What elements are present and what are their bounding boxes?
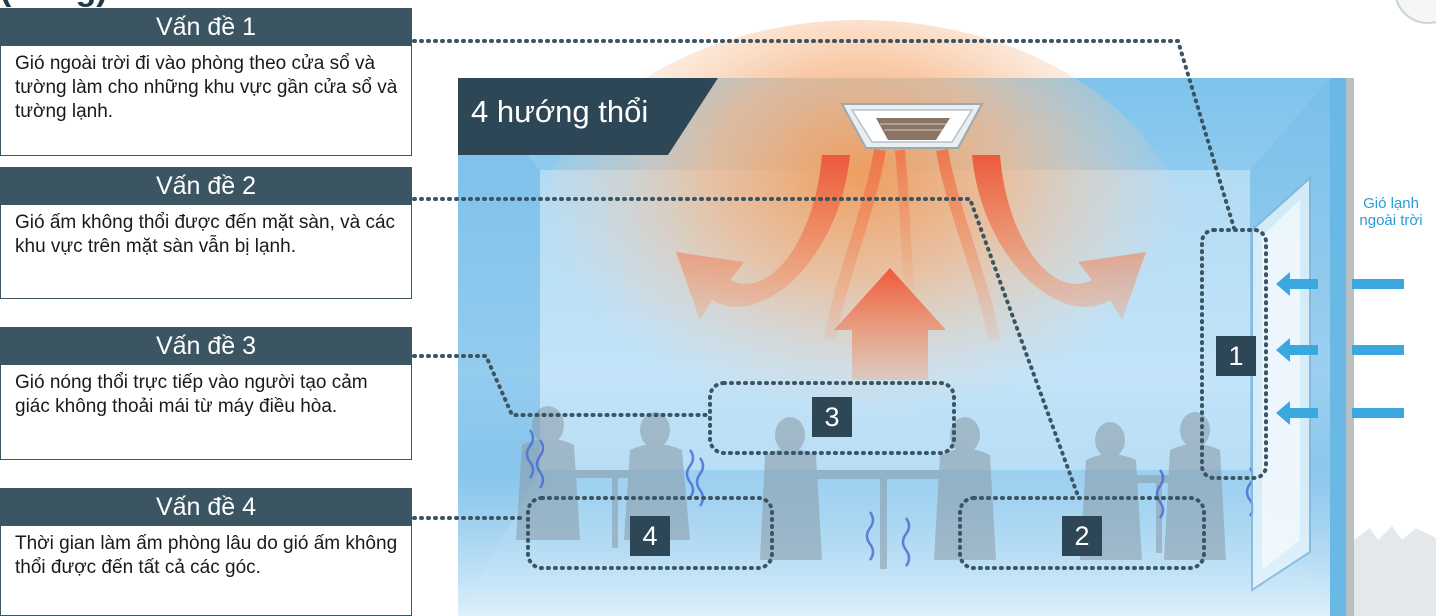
grass [1354,526,1436,616]
zone-4-number: 4 [630,516,670,556]
zone-1-outline [1200,228,1268,480]
connector-2 [412,197,1080,498]
zone-3-number: 3 [812,397,852,437]
left-warm-arrow [676,155,850,320]
room-label: 4 hướng thổi [471,94,649,129]
problem-2-text: Gió ấm không thổi được đến mặt sàn, và c… [0,205,412,299]
room-label-banner [458,78,718,155]
zone-1-number: 1 [1216,336,1256,376]
problem-4-text: Thời gian làm ấm phòng lâu do gió ấm khô… [0,526,412,616]
center-warm-arrow [834,268,946,380]
problem-1-panel: Vấn đề 1 Gió ngoài trời đi vào phòng the… [0,8,412,156]
ceiling-cassette-ac [840,103,984,149]
zone-2-outline [958,496,1206,570]
cold-wind-arrows [1276,272,1404,425]
problem-4-panel: Vấn đề 4 Thời gian làm ấm phòng lâu do g… [0,488,412,616]
zone-2-number: 2 [1062,516,1102,556]
problem-2-title: Vấn đề 2 [0,167,412,205]
cut-off-title: (… ng) [0,0,108,8]
right-warm-arrow [972,155,1146,320]
problem-3-title: Vấn đề 3 [0,327,412,365]
warm-air-glow [530,20,1190,500]
problem-1-title: Vấn đề 1 [0,8,412,46]
outer-wall [1330,78,1346,616]
problem-3-panel: Vấn đề 3 Gió nóng thổi trực tiếp vào ngư… [0,327,412,460]
zone-outlines [526,228,1268,570]
connector-lines [412,39,1236,520]
connector-1 [412,39,1236,230]
outside-wind-label: Gió lạnh ngoài trời [1359,195,1423,229]
zone-4-outline [526,496,774,570]
problem-1-text: Gió ngoài trời đi vào phòng theo cửa sổ … [0,46,412,156]
problem-4-title: Vấn đề 4 [0,488,412,526]
problem-3-text: Gió nóng thổi trực tiếp vào người tạo cả… [0,365,412,460]
problem-2-panel: Vấn đề 2 Gió ấm không thổi được đến mặt … [0,167,412,299]
zone-3-outline [708,381,956,455]
connector-3 [412,354,710,417]
